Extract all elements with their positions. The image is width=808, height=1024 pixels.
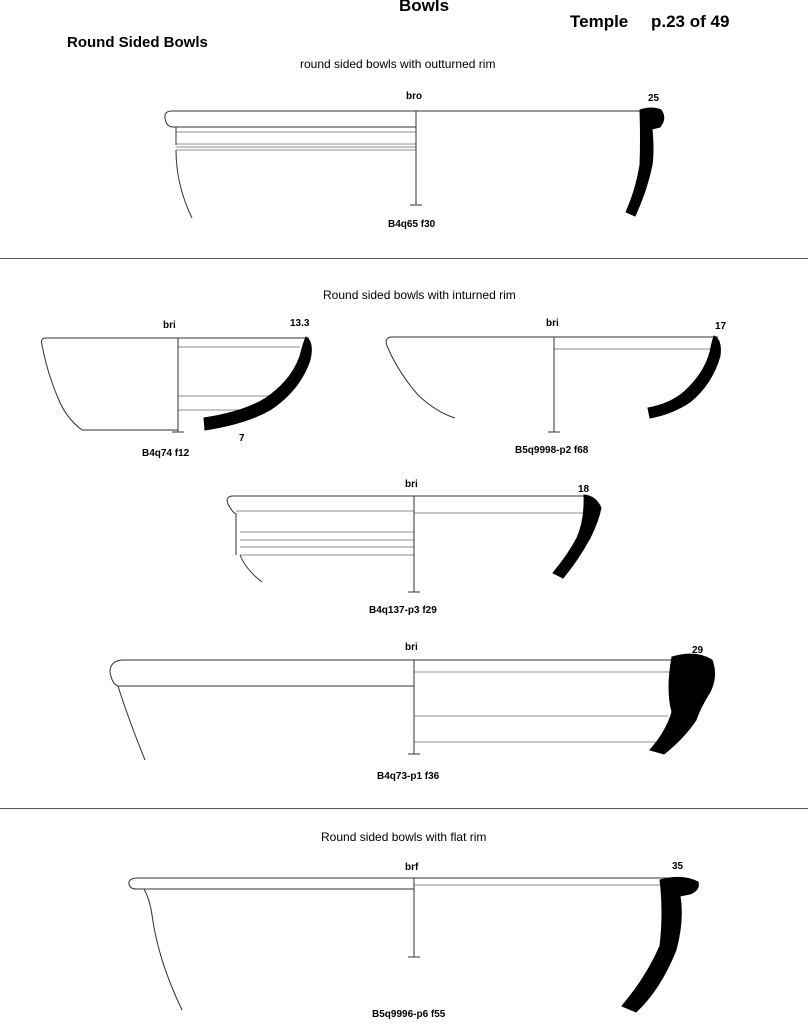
section-divider	[0, 258, 808, 259]
profile-drawing-bri-18	[226, 494, 602, 593]
rim-diameter: 18	[578, 484, 590, 495]
vessel-code: bri	[405, 479, 418, 490]
rim-diameter: 29	[692, 645, 704, 656]
vessel-code: bro	[406, 91, 423, 102]
rim-diameter: 35	[672, 861, 684, 872]
context-caption: B4q137-p3 f29	[369, 605, 437, 616]
profile-drawing-brf-35	[128, 876, 699, 1013]
section-divider	[0, 808, 808, 809]
page-reference: p.23 of 49	[651, 12, 730, 31]
context-caption: B5q9996-p6 f55	[372, 1009, 446, 1020]
base-diameter: 7	[239, 433, 245, 444]
profile-drawing-bri-29	[109, 653, 716, 761]
vessel-code: brf	[405, 862, 419, 873]
context-caption: B5q9998-p2 f68	[515, 445, 589, 456]
page-title: Bowls	[399, 0, 450, 15]
vessel-code: bri	[163, 320, 176, 331]
context-caption: B4q65 f30	[388, 219, 436, 230]
profile-drawing-bri-13	[41, 336, 312, 433]
profile-drawing-bri-17	[385, 335, 721, 433]
rim-diameter: 25	[648, 93, 660, 104]
rim-diameter: 13.3	[290, 318, 310, 329]
site-name: Temple	[570, 12, 629, 31]
context-caption: B4q73-p1 f36	[377, 771, 440, 782]
context-caption: B4q74 f12	[142, 448, 190, 459]
group-heading-outturned: round sided bowls with outturned rim	[300, 57, 496, 71]
vessel-code: bri	[546, 318, 559, 329]
section-title: Round Sided Bowls	[67, 34, 208, 51]
rim-diameter: 17	[715, 321, 727, 332]
group-heading-flat: Round sided bowls with flat rim	[321, 830, 487, 844]
group-heading-inturned: Round sided bowls with inturned rim	[323, 288, 516, 302]
vessel-code: bri	[405, 642, 418, 653]
profile-drawing-bro	[164, 107, 665, 219]
